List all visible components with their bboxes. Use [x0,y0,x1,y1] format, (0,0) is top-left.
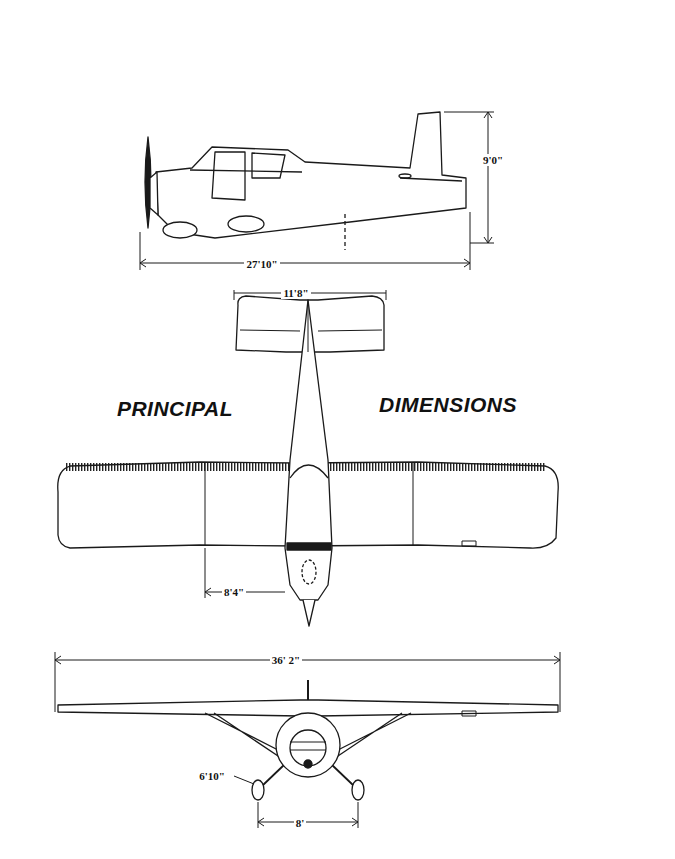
canopy [290,465,328,478]
side-view [140,112,494,270]
fin-top [308,300,309,352]
rear-window [252,153,285,178]
dimension-label: 6'10" [197,770,227,782]
wheel-fairing [228,216,264,232]
dimension-arrow [205,588,211,596]
datum-line [344,214,345,250]
dimension-arrow [140,259,470,267]
fin-front [307,680,309,702]
fuselage-front [276,713,340,777]
dimension-label: 27'10" [244,258,279,270]
dimension-label: 9'0" [481,154,505,166]
front-view [55,652,560,828]
engine-outline [302,560,316,584]
cowling-detail [290,742,326,750]
fuselage-side [156,112,466,238]
dimension-arrow [484,112,492,243]
dimension-label: 11'8" [281,287,310,299]
wheel [252,780,264,800]
leader-line [234,776,254,784]
spinner [303,600,315,626]
heading-word: PRINCIPAL [117,397,233,420]
spinner-front [304,760,312,768]
door-window [212,152,245,200]
windshield-frame [287,543,331,550]
dimension-label: 8' [294,817,307,829]
dimension-label: 36' 2" [270,654,302,666]
dimension-line [258,802,358,828]
wheel [352,780,364,800]
wing-side [190,170,302,172]
dimension-line [444,112,494,243]
spinner [150,172,158,215]
wing-detail [462,711,476,716]
top-view [58,290,558,626]
fuselage-top [285,300,332,600]
dimension-line [140,212,470,270]
dimension-line [205,548,285,598]
tail-detail [399,174,411,178]
dimension-arrow [55,656,560,664]
stabilizer-side [400,178,462,181]
heading-word: DIMENSIONS [379,393,517,416]
dimension-label: 8'4" [222,586,246,598]
dimension-arrow [258,818,358,826]
wing-detail [462,541,476,546]
wheel-fairing [163,222,197,238]
